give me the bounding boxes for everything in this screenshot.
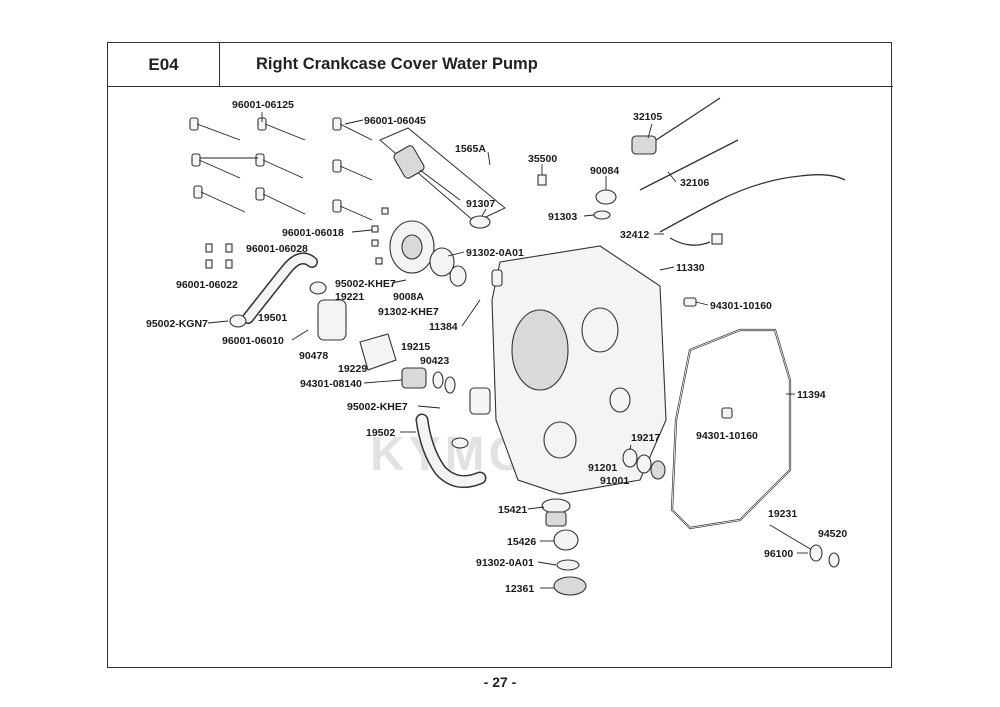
label-90423: 90423 [420, 355, 449, 367]
diagram-frame: E04 Right Crankcase Cover Water Pump [107, 42, 893, 668]
thermostat-assembly [379, 127, 506, 229]
screws-06028 [205, 243, 233, 269]
label-90478: 90478 [299, 350, 328, 362]
label-91302-KHE7: 91302-KHE7 [378, 306, 439, 318]
label-94301-10160-a: 94301-10160 [710, 300, 772, 312]
label-19501: 19501 [258, 312, 287, 324]
filler-plug [595, 189, 617, 205]
label-96001-06028: 96001-06028 [246, 243, 308, 255]
label-19229: 19229 [338, 363, 367, 375]
hose-19501 [229, 252, 327, 328]
label-96001-06018: 96001-06018 [282, 227, 344, 239]
label-32105: 32105 [633, 111, 662, 123]
label-94301-08140: 94301-08140 [300, 378, 362, 390]
part-label-list: 96001-06125 96001-06045 1565A 32105 3550… [146, 99, 847, 595]
label-9008A: 9008A [393, 291, 424, 303]
seal-stack [622, 448, 666, 480]
sensor-wiring [631, 97, 846, 246]
label-11384: 11384 [429, 321, 458, 333]
page-title: Right Crankcase Cover Water Pump [256, 55, 538, 73]
label-95002-KHE7-a: 95002-KHE7 [335, 278, 396, 290]
label-11330: 11330 [676, 262, 705, 274]
pump-cover [389, 220, 467, 287]
label-91302-0A01-b: 91302-0A01 [476, 557, 534, 569]
label-95002-KHE7-b: 95002-KHE7 [347, 401, 408, 413]
clip-11384 [491, 269, 503, 287]
label-91302-0A01-a: 91302-0A01 [466, 247, 524, 259]
bolts-06018 [371, 207, 389, 265]
o-ring-91303 [593, 210, 611, 220]
label-96001-06045: 96001-06045 [364, 115, 426, 127]
pump-shaft [769, 524, 840, 568]
label-32412: 32412 [620, 229, 649, 241]
label-1565A: 1565A [455, 143, 486, 155]
label-91303: 91303 [548, 211, 577, 223]
header-divider [220, 86, 893, 87]
section-code: E04 [108, 43, 220, 87]
cover-gasket [670, 328, 792, 530]
label-19231: 19231 [768, 508, 797, 520]
label-11394: 11394 [797, 389, 826, 401]
page-number: - 27 - [483, 674, 517, 690]
label-96100: 96100 [764, 548, 793, 560]
label-15421: 15421 [498, 504, 527, 516]
bolt-group-left [189, 112, 306, 215]
label-15426: 15426 [507, 536, 536, 548]
label-19502: 19502 [366, 427, 395, 439]
label-91001: 91001 [600, 475, 629, 487]
label-90084: 90084 [590, 165, 619, 177]
label-35500: 35500 [528, 153, 557, 165]
label-96001-06022: 96001-06022 [176, 279, 238, 291]
dowel-pin-lower [721, 407, 733, 419]
dowel-pin-upper [683, 297, 697, 307]
bolt-35500 [537, 174, 547, 186]
label-94520: 94520 [818, 528, 847, 540]
label-12361: 12361 [505, 583, 534, 595]
label-94301-10160-b: 94301-10160 [696, 430, 758, 442]
label-96001-06125: 96001-06125 [232, 99, 294, 111]
crankcase-cover [469, 245, 667, 495]
hose-19502 [415, 413, 487, 489]
label-96001-06010: 96001-06010 [222, 335, 284, 347]
label-95002-KGN7: 95002-KGN7 [146, 318, 208, 330]
label-91307: 91307 [466, 198, 495, 210]
label-19215: 19215 [401, 341, 430, 353]
label-19217: 19217 [631, 432, 660, 444]
bolt-group-middle [332, 117, 373, 221]
label-19221: 19221 [335, 291, 364, 303]
leader-lines [207, 119, 808, 589]
label-32106: 32106 [680, 177, 709, 189]
pump-body [317, 299, 456, 394]
label-91201: 91201 [588, 462, 617, 474]
oil-strainer-stack [541, 498, 587, 596]
